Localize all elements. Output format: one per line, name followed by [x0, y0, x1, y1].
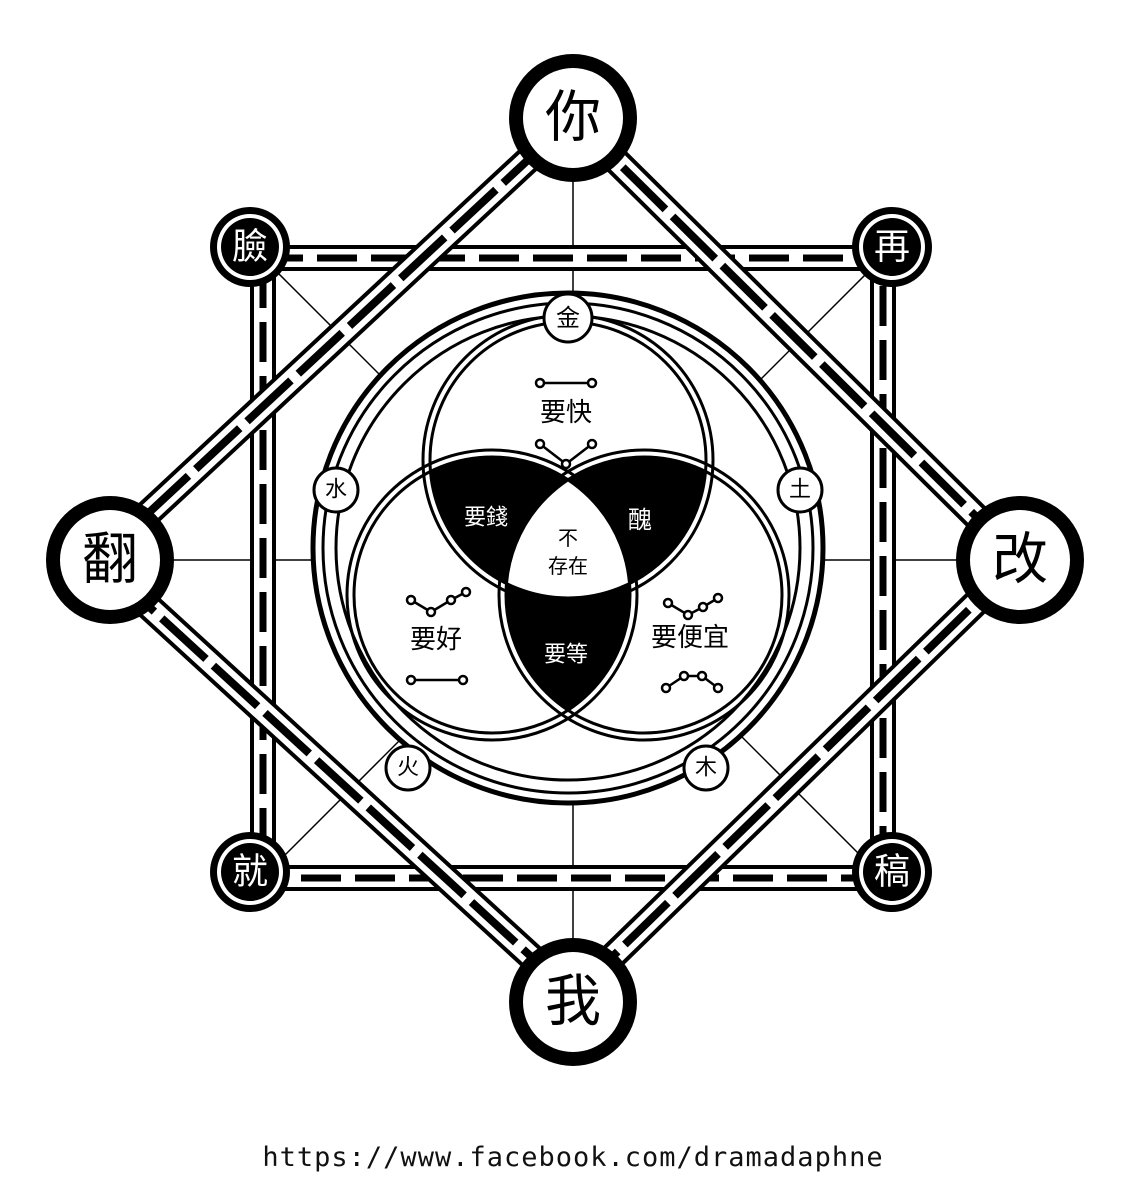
element-earth-node	[776, 466, 824, 514]
vertex-nodes: 你 改 我 翻	[46, 54, 1084, 1066]
vertex-label-top: 你	[545, 86, 601, 151]
venn-circle-right	[497, 448, 791, 742]
corner-nodes: 臉 再 就 稿	[210, 207, 932, 912]
dot-chains	[405, 377, 724, 694]
element-fire-label: 火	[397, 756, 419, 781]
element-water-label: 水	[325, 478, 347, 503]
vertex-label-bottom: 我	[545, 970, 601, 1035]
element-water-node	[312, 466, 360, 514]
center-label-line2: 存在	[548, 554, 588, 578]
element-nodes: 金 土 水 火 木	[312, 292, 824, 792]
vertex-label-right: 改	[992, 528, 1048, 593]
element-wood-node	[682, 744, 730, 792]
venn-left-label: 要好	[410, 625, 462, 655]
corner-label-bottom-right: 稿	[874, 852, 910, 893]
footer-url: https://www.facebook.com/dramadaphne	[262, 1142, 884, 1173]
element-fire-node	[384, 744, 432, 792]
venn-top-label: 要快	[540, 398, 592, 428]
vertex-label-left: 翻	[82, 528, 138, 593]
overlap-top-right-label: 醜	[628, 506, 652, 534]
element-metal-node	[542, 292, 594, 344]
outer-square	[250, 245, 896, 891]
venn-circle-left	[345, 448, 639, 742]
corner-label-top-right: 再	[874, 227, 910, 268]
overlap-bottom-label: 要等	[544, 643, 588, 668]
venn-circles	[345, 313, 791, 742]
venn-right-label: 要便宜	[651, 623, 729, 653]
corner-label-top-left: 臉	[232, 227, 268, 268]
element-earth-label: 土	[789, 478, 811, 503]
corner-label-bottom-left: 就	[232, 852, 268, 893]
overlap-top-left-label: 要錢	[464, 506, 508, 531]
element-metal-label: 金	[556, 304, 580, 332]
element-wood-label: 木	[695, 756, 717, 781]
center-label-line1: 不	[558, 526, 578, 550]
